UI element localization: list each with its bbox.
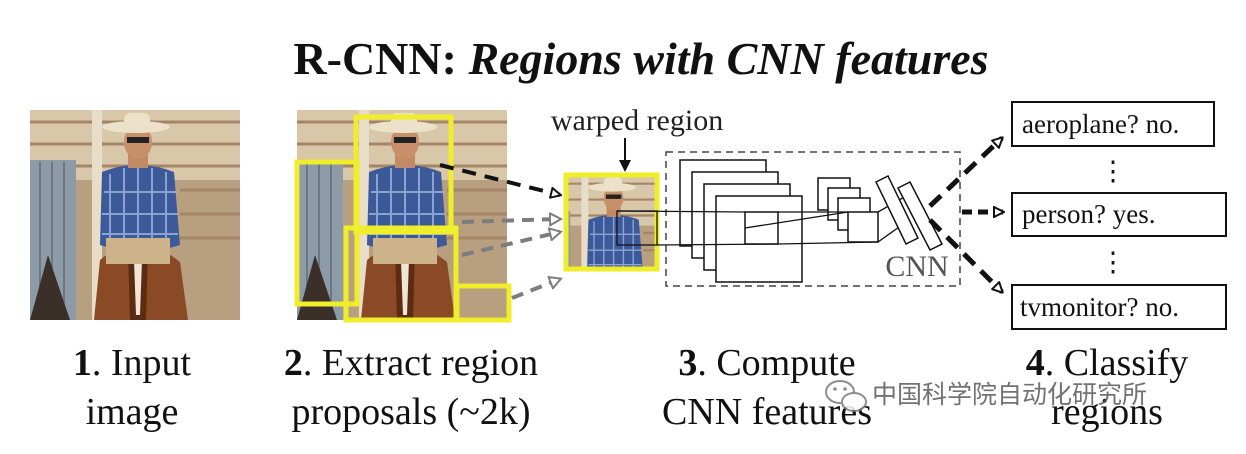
arrow-proposal-dark [439, 163, 560, 195]
arrow-to-aeroplane [928, 138, 1002, 208]
step-1-number: 1 [73, 342, 92, 384]
step-2-number: 2 [284, 342, 303, 384]
proposals-image [294, 108, 512, 323]
ellipsis-2: ⋮ [1100, 247, 1127, 277]
cnn-connections [616, 195, 907, 246]
input-image [28, 108, 242, 322]
arrow-proposal-gray-2 [461, 232, 560, 257]
class-box-tvmonitor: tvmonitor? no. [1011, 284, 1227, 330]
step-2-caption: 2. Extract region proposals (~2k) [284, 342, 538, 433]
step-4-line1: . Classify [1045, 342, 1189, 384]
svg-text:3. Compute: 3. Compute [678, 342, 855, 384]
class-label-aeroplane: aeroplane? no. [1022, 109, 1179, 139]
step-3-number: 3 [678, 342, 697, 384]
proposal-box-horse [343, 225, 459, 323]
class-box-aeroplane: aeroplane? no. [1011, 101, 1215, 147]
warped-region-label: warped region [551, 104, 723, 137]
ellipsis-1: ⋮ [1100, 156, 1127, 186]
step-2-line2: proposals (~2k) [291, 391, 530, 433]
step-3-line1: . Compute [697, 342, 855, 384]
class-label-tvmonitor: tvmonitor? no. [1020, 292, 1179, 322]
cnn-layers [679, 159, 879, 283]
step-2-line1: . Extract region [303, 342, 538, 384]
step-4-line2: regions [1051, 391, 1163, 433]
wechat-icon [825, 380, 867, 412]
arrow-to-tvmonitor [928, 218, 1002, 292]
cnn-block [665, 151, 961, 287]
watermark: 中国科学院自动化研究所 [825, 380, 1147, 412]
warped-region-image [563, 172, 660, 272]
title-emphasis: Regions with CNN features [467, 33, 988, 84]
diagram-title: R-CNN: Regions with CNN features [293, 33, 988, 84]
proposal-box-fence [294, 159, 360, 307]
step-4-number: 4 [1026, 342, 1045, 384]
proposal-box-small [454, 283, 512, 323]
watermark-text: 中国科学院自动化研究所 [872, 380, 1147, 409]
class-label-person: person? yes. [1022, 199, 1155, 229]
step-1-line2: image [86, 391, 179, 433]
title-prefix: R-CNN: [293, 33, 457, 84]
arrow-proposal-gray-1 [461, 219, 560, 222]
fc-layers [875, 174, 944, 252]
arrow-proposal-gray-3 [511, 279, 560, 300]
class-box-person: person? yes. [1011, 192, 1227, 237]
step-4-caption: 4. Classify regions [1026, 342, 1189, 433]
step-3-caption: 3. Compute CNN features [662, 342, 872, 433]
warped-region-pointer-head [619, 160, 631, 172]
step-1-caption: 1. Input image [73, 342, 192, 433]
svg-text:4. Classify: 4. Classify [1026, 342, 1189, 384]
svg-text:1. Input: 1. Input [73, 342, 192, 384]
step-1-line1: . Input [92, 342, 192, 384]
cnn-label: CNN [885, 250, 948, 283]
svg-text:2. Extract region: 2. Extract region [284, 342, 538, 384]
